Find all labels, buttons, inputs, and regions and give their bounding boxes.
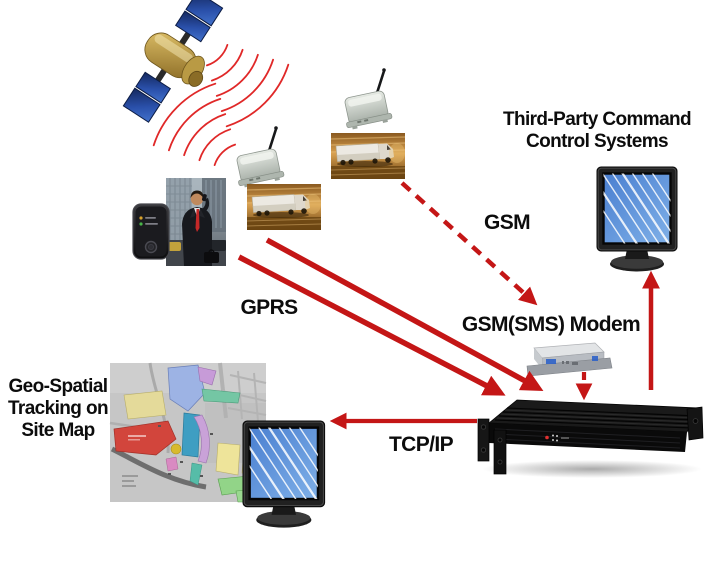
truck-photo — [330, 132, 406, 180]
geo-spatial-title-line2: Tracking on — [8, 398, 108, 419]
gsm-dashed-arrow — [400, 181, 538, 306]
gprs-arrow-2 — [237, 254, 506, 396]
gps-tracker-device-icon — [132, 203, 170, 260]
gprs-arrow-1 — [265, 237, 544, 391]
gsm-modem-label: GSM(SMS) Modem — [462, 313, 640, 336]
person-photo — [166, 178, 226, 266]
radio-waves-upper-icon — [206, 44, 290, 128]
gprs-label: GPRS — [240, 296, 298, 319]
gps-antenna-device-icon — [231, 124, 287, 190]
gsm-modem-device-icon — [526, 342, 613, 377]
geo-spatial-title: Geo-Spatial Tracking on Site Map — [8, 376, 109, 441]
tcpip-label: TCP/IP — [389, 433, 454, 456]
geo-spatial-title-line1: Geo-Spatial — [9, 376, 108, 397]
gsm-label: GSM — [484, 211, 530, 234]
geo-spatial-title-line3: Site Map — [21, 420, 94, 441]
third-party-title-line2: Control Systems — [526, 131, 668, 152]
gps-antenna-device-icon — [339, 66, 395, 132]
truck-photo — [246, 183, 322, 231]
rack-server-icon — [477, 399, 704, 478]
satellite-icon — [122, 0, 224, 123]
third-party-title: Third-Party Command Control Systems — [503, 109, 692, 152]
third-party-monitor — [577, 167, 701, 272]
radio-waves-lower-icon — [152, 82, 236, 166]
third-party-title-line1: Third-Party Command — [503, 109, 691, 130]
